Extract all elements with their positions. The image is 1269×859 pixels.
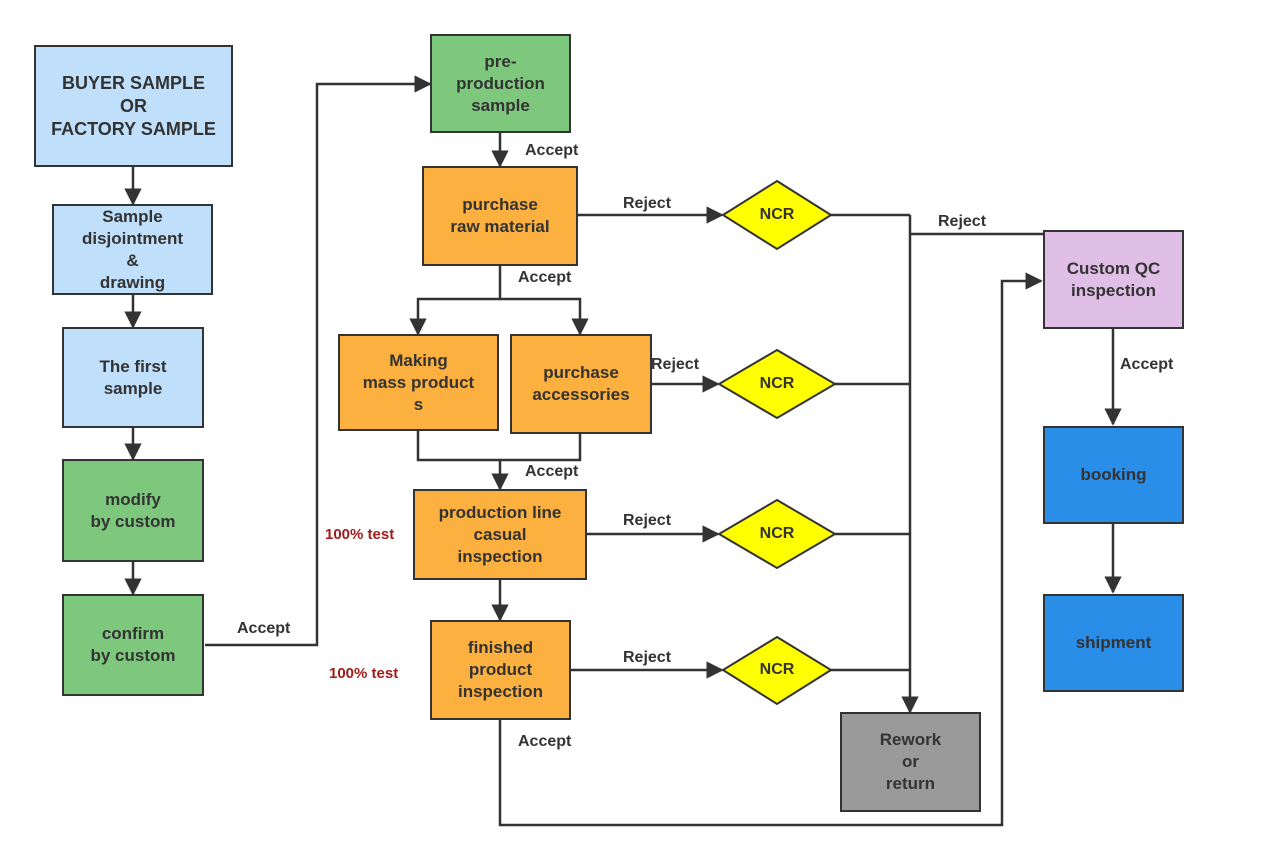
line-accessories-merge	[500, 434, 582, 462]
making-mass-products-box: Making mass product s	[338, 334, 499, 431]
pre-production-sample-box: pre- production sample	[430, 34, 571, 133]
test-label-finished: 100% test	[329, 665, 399, 682]
production-line-inspection-box: production line casual inspection	[413, 489, 587, 580]
ncr-diamond-2	[717, 348, 837, 420]
arrow-rawmaterial-split	[409, 266, 502, 336]
arrow-finished-to-qc	[498, 272, 1043, 827]
reject-label-rawmaterial: Reject	[623, 195, 672, 212]
confirm-by-custom-box: confirm by custom	[62, 594, 204, 696]
reject-label-qc: Reject	[938, 213, 987, 230]
accept-label-qc: Accept	[1120, 356, 1174, 373]
rework-or-return-box: Rework or return	[840, 712, 981, 812]
ncr-label-1: NCR	[759, 206, 795, 223]
purchase-accessories-box: purchase accessories	[510, 334, 652, 434]
accept-label-mass: Accept	[525, 463, 579, 480]
modify-by-custom-box: modify by custom	[62, 459, 204, 562]
ncr-diamond-3	[717, 498, 837, 570]
booking-box: booking	[1043, 426, 1184, 524]
reject-label-accessories: Reject	[651, 356, 700, 373]
accept-label-rawmaterial: Accept	[518, 269, 572, 286]
ncr-label-3: NCR	[759, 525, 795, 542]
accept-label-finished: Accept	[518, 733, 572, 750]
first-sample-box: The first sample	[62, 327, 204, 428]
arrow-confirm-to-preproduction	[205, 75, 432, 647]
buyer-sample-box: BUYER SAMPLE OR FACTORY SAMPLE	[34, 45, 233, 167]
shipment-box: shipment	[1043, 594, 1184, 692]
ncr-diamond-1	[721, 179, 833, 251]
reject-label-finished: Reject	[623, 649, 672, 666]
ncr-diamond-4	[721, 635, 833, 706]
accept-label-confirm: Accept	[237, 620, 291, 637]
arrow-mass-to-productionline	[416, 431, 509, 491]
sample-disjointment-box: Sample disjointment & drawing	[52, 204, 213, 295]
finished-product-inspection-box: finished product inspection	[430, 620, 571, 720]
arrow-rawmaterial-to-accessories	[500, 297, 589, 336]
test-label-productionline: 100% test	[325, 526, 395, 543]
ncr-label-2: NCR	[759, 375, 795, 392]
reject-label-productionline: Reject	[623, 512, 672, 529]
ncr-label-4: NCR	[759, 661, 795, 678]
purchase-raw-material-box: purchase raw material	[422, 166, 578, 266]
accept-label-preproduction: Accept	[525, 142, 579, 159]
custom-qc-inspection-box: Custom QC inspection	[1043, 230, 1184, 329]
